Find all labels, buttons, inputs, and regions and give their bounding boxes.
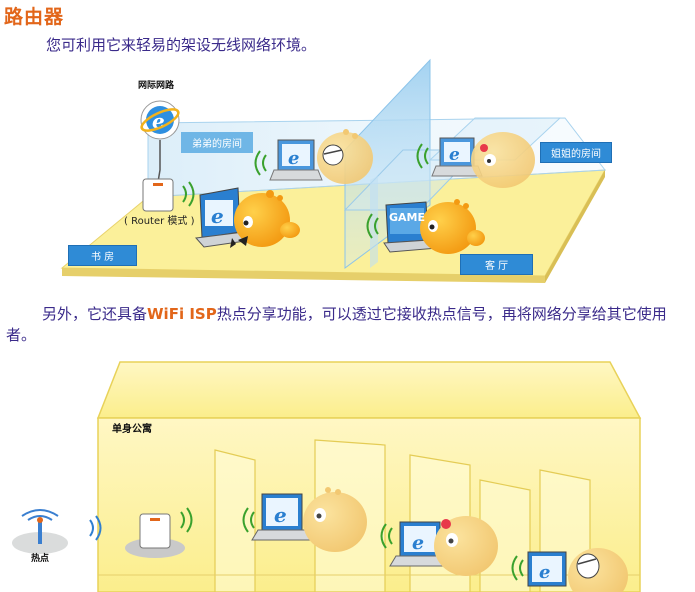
apartment-wifi-signals xyxy=(180,507,524,581)
svg-text:e: e xyxy=(412,532,424,554)
intro-text: 您可利用它来轻易的架设无线网络环境。 xyxy=(46,36,317,54)
paragraph-text-start: 另外，它还具备 xyxy=(42,305,148,323)
apartment-laptop-1-icon: e xyxy=(251,493,313,541)
living-laptop-icon xyxy=(383,201,440,253)
study-person-icon xyxy=(230,190,300,248)
building-label: 单身公寓 xyxy=(112,424,152,435)
cable-line xyxy=(157,140,161,183)
sibling-laptop-icon: e xyxy=(269,139,323,181)
living-person-icon xyxy=(420,199,485,254)
internet-globe-icon: e xyxy=(140,100,180,140)
page-title: 路由器 xyxy=(4,6,65,28)
sister-person-icon xyxy=(471,132,535,188)
apartment-laptop-3-icon: e xyxy=(527,551,567,587)
wifi-signals xyxy=(182,143,429,239)
room-label-living: 客 厅 xyxy=(460,254,534,275)
apartment-person-2-icon xyxy=(434,516,498,576)
paragraph-text-end: 热点分享功能，可以透过它接收热点信号，再将网络分享给其它使用者。 xyxy=(6,305,667,344)
room-label-study: 书 房 xyxy=(68,245,138,266)
room-label-sibling: 弟弟的房间 xyxy=(181,132,253,153)
apartment-router-icon xyxy=(125,513,185,558)
svg-text:e: e xyxy=(449,145,460,165)
hotspot-label: 热点 xyxy=(31,554,50,564)
apartment-person-1-icon xyxy=(303,487,367,552)
sister-laptop-icon: e xyxy=(431,137,483,177)
svg-text:e: e xyxy=(211,204,224,228)
hotspot-signals xyxy=(89,515,102,541)
svg-text:e: e xyxy=(539,562,550,583)
paragraph-highlight: WiFi ISP xyxy=(147,305,217,323)
game-screen-label: GAME xyxy=(389,211,426,224)
sibling-person-icon xyxy=(317,129,373,184)
hotspot-antenna-icon xyxy=(12,509,68,554)
svg-text:e: e xyxy=(274,503,287,527)
apartment-person-3-icon xyxy=(568,548,628,592)
svg-text:e: e xyxy=(288,148,299,169)
apartment-laptop-2-icon: e xyxy=(389,521,451,567)
router-device-icon xyxy=(142,178,174,212)
room-label-sister: 姐姐的房间 xyxy=(540,142,612,163)
router-mode-label: ( Router 模式 ) xyxy=(124,216,195,227)
hotspot-paragraph: 另外，它还具备WiFi ISP热点分享功能，可以透过它接收热点信号，再将网络分享… xyxy=(6,304,695,346)
partition-3 xyxy=(370,176,378,268)
internet-label: 网际网路 xyxy=(138,81,175,91)
